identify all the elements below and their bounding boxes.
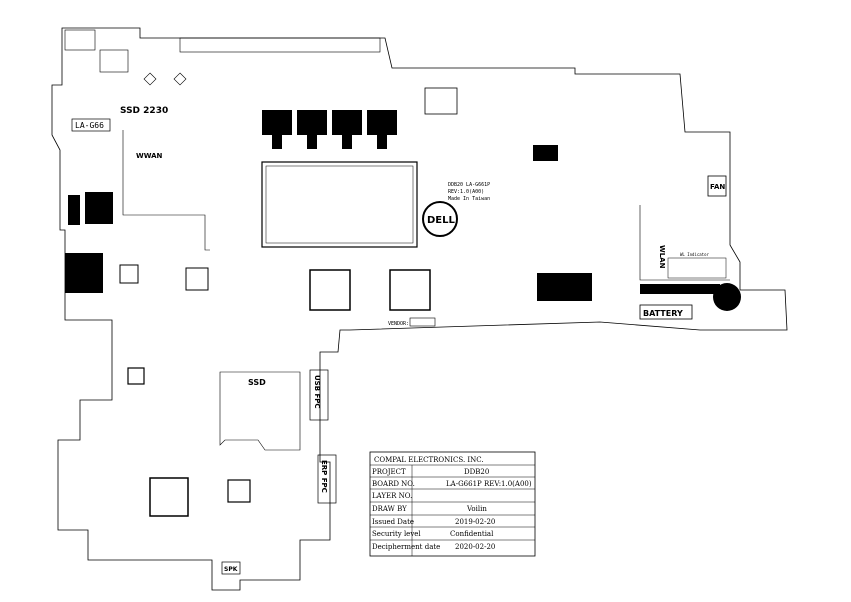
title-company: COMPAL ELECTRONICS. INC.: [374, 456, 484, 464]
chip-right-1: [533, 145, 558, 161]
vendor-box: [409, 317, 436, 327]
battery-box: [639, 304, 693, 320]
title-row-value-1: LA-G661P REV:1.0(A00): [446, 480, 532, 488]
coin-cell: [713, 283, 741, 311]
top-connector-1: [64, 29, 96, 51]
usb-fpc-label: USB FPC: [313, 375, 321, 409]
chip-right-4: [424, 87, 458, 115]
wwan-outline: [122, 130, 210, 251]
silk-text-2: REV:1.0(A00): [448, 189, 484, 195]
wwan-label: WWAN: [136, 152, 163, 160]
chip-bottom-3: [127, 367, 145, 385]
title-row-value-5: Confidential: [450, 530, 494, 538]
spk-connector: [221, 561, 241, 575]
title-block: [369, 451, 536, 557]
ssd2230-label: SSD 2230: [120, 106, 168, 116]
spk-label: SPK: [224, 566, 238, 573]
chip-right-2: [537, 273, 592, 301]
silk-text-1: DDB20 LA-G661P: [448, 182, 490, 188]
ssd-outline: [219, 371, 301, 451]
title-row-value-4: 2019-02-20: [455, 518, 495, 526]
vendor-label: VENDOR:: [388, 321, 409, 327]
top-connector-3: [179, 37, 381, 53]
diamond-mark-1: [143, 72, 157, 86]
erp-fpc-connector: [317, 454, 337, 504]
chip-left-4: [119, 264, 139, 284]
title-row-value-6: 2020-02-20: [455, 543, 495, 551]
title-row-label-0: PROJECT: [372, 468, 406, 476]
model-box-label: LA-G66: [75, 121, 104, 130]
chip-bottom-1: [149, 477, 189, 517]
board-outline: [51, 27, 788, 591]
wlan-outline: [639, 205, 730, 281]
diamond-mark-2: [173, 72, 187, 86]
top-connector-2: [99, 49, 129, 73]
cpu-outline: [261, 161, 418, 248]
title-row-label-2: LAYER NO.: [372, 492, 412, 500]
chip-mid-1: [309, 269, 351, 311]
title-row-label-4: Issued Date: [372, 518, 414, 526]
chip-left-2: [85, 192, 113, 224]
chip-left-1: [68, 195, 80, 225]
fan-label: FAN: [710, 183, 725, 191]
title-row-value-3: Voilin: [466, 505, 487, 513]
fan-connector: [707, 175, 727, 197]
title-row-label-1: BOARD NO.: [372, 480, 415, 488]
chip-left-3: [65, 253, 103, 293]
wlan-label: WLAN: [658, 245, 666, 269]
chip-mid-2: [389, 269, 431, 311]
chip-bottom-2: [227, 479, 251, 503]
dell-logo: [422, 201, 458, 237]
ssd-label: SSD: [248, 378, 266, 387]
chip-right-3: [640, 284, 720, 294]
erp-fpc-label: ERP FPC: [320, 460, 328, 493]
cpu-inner: [265, 165, 414, 244]
title-row-value-0: DDB20: [464, 468, 489, 476]
battery-label: BATTERY: [643, 309, 683, 318]
power-stage: [262, 110, 397, 149]
chip-left-5: [185, 267, 209, 291]
title-row-label-6: Decipherment date: [372, 543, 440, 551]
usb-fpc-connector: [309, 369, 329, 421]
silk-text-3: Made In Taiwan: [448, 196, 490, 202]
wl-indicator-label: WL Indicator: [680, 252, 709, 257]
title-row-label-3: DRAW BY: [372, 505, 407, 513]
dell-logo-text: DELL: [427, 215, 456, 226]
title-row-label-5: Security level: [372, 530, 421, 538]
wl-indicator-box: [667, 257, 727, 279]
model-box: [71, 118, 111, 132]
